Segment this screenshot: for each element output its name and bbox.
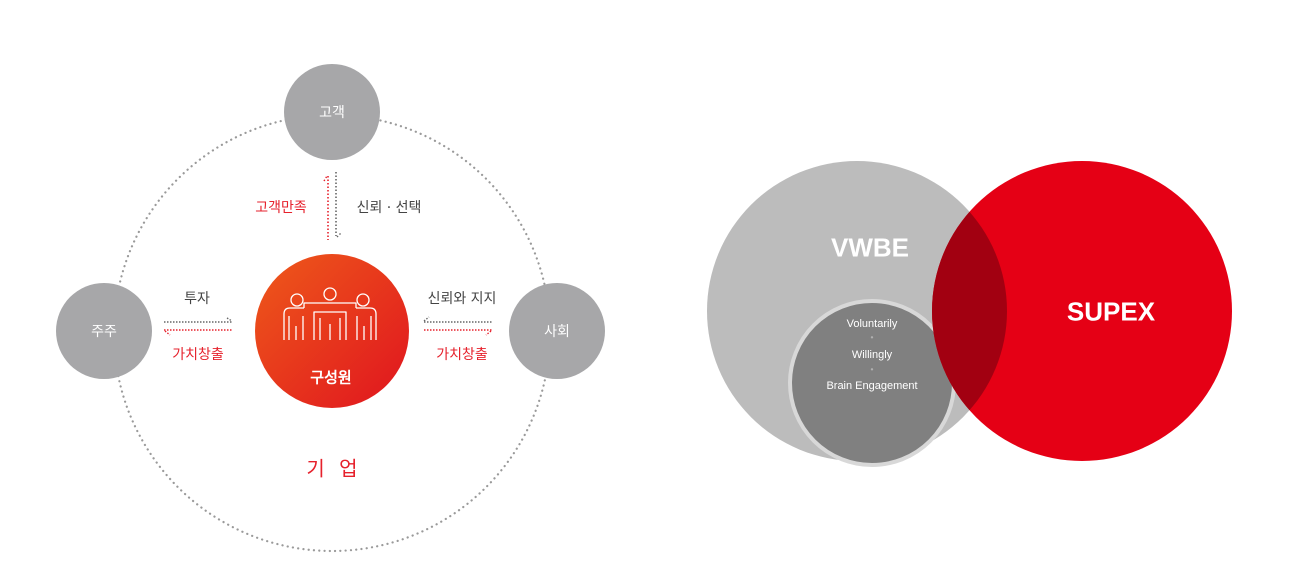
vwbe-supex-venn	[707, 161, 1232, 467]
core-members-circle	[255, 254, 409, 408]
top-flow-arrows	[323, 172, 342, 240]
left-value-creation-label: 가치창출	[172, 347, 224, 363]
customer-satisfaction-label: 고객만족	[255, 200, 307, 216]
node-customer	[284, 64, 380, 160]
core-members-label: 구성원	[310, 368, 352, 387]
right-flow-arrows	[423, 316, 492, 336]
supex-title: SUPEX	[1066, 296, 1156, 327]
separator-dot-icon: •	[869, 333, 875, 343]
trust-support-label: 신뢰와 지지	[427, 291, 497, 307]
node-society	[509, 283, 605, 379]
people-group-icon	[283, 287, 377, 340]
left-flow-arrows	[164, 317, 233, 336]
right-value-creation-label: 가치창출	[436, 347, 488, 363]
trust-choice-label: 신뢰 · 선택	[356, 200, 422, 216]
node-shareholder	[56, 283, 152, 379]
company-ring-diagram	[56, 64, 605, 553]
vwbe-item-voluntarily: Voluntarily	[846, 318, 898, 330]
vwbe-item-willingly: Willingly	[851, 349, 893, 361]
company-label: 기 업	[306, 456, 362, 481]
investment-label: 투자	[184, 291, 210, 307]
node-shareholder-label: 주주	[91, 324, 117, 340]
node-customer-label: 고객	[319, 105, 345, 121]
vwbe-item-brain-engagement: Brain Engagement	[826, 380, 918, 392]
supex-circle	[932, 161, 1232, 461]
separator-dot-icon: •	[869, 365, 875, 375]
node-society-label: 사회	[544, 324, 570, 340]
vwbe-title: VWBE	[831, 232, 909, 263]
